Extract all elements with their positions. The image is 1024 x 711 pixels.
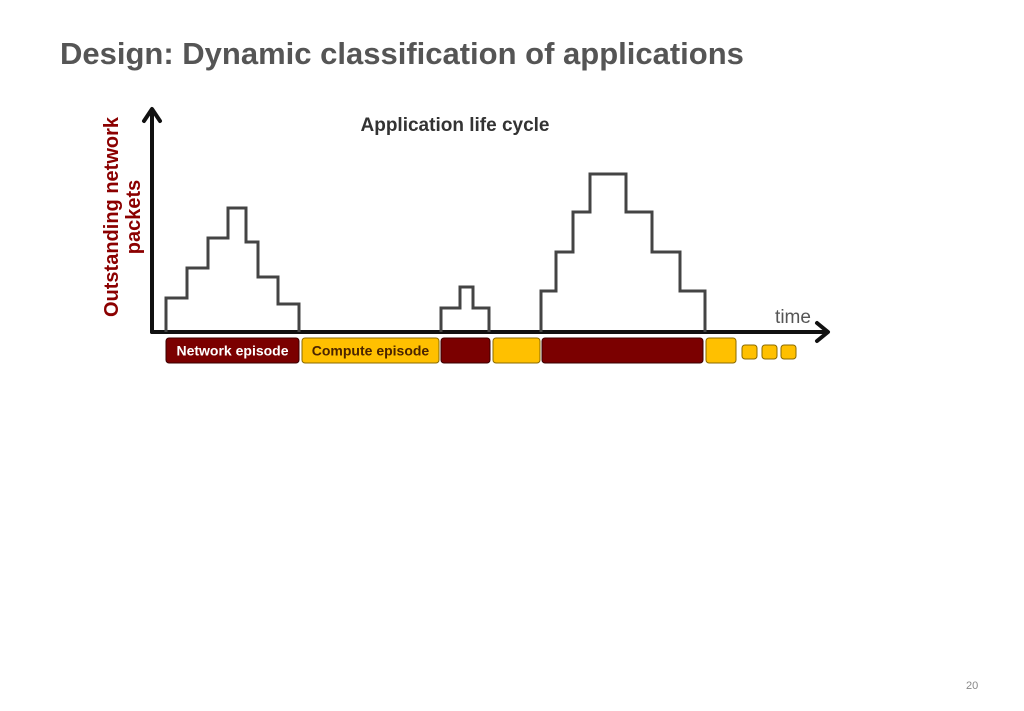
- y-axis-label: Outstanding network packets: [101, 116, 145, 317]
- compute-episode-block: [780, 344, 797, 360]
- network-episode-block: [440, 337, 491, 364]
- y-axis-label-line2: packets: [123, 180, 145, 255]
- step-burst-1: [164, 206, 301, 332]
- compute-episode-block: [761, 344, 778, 360]
- x-axis-label: time: [775, 307, 811, 328]
- page-number: 20: [966, 680, 979, 692]
- step-burst-2: [439, 285, 491, 332]
- x-axis-arrowhead: [815, 321, 830, 343]
- compute-episode-block: [741, 344, 758, 360]
- compute-episode-block: [301, 337, 440, 364]
- packet-step-lines: [164, 172, 707, 332]
- compute-episode-block: [705, 337, 737, 364]
- step-burst-3: [539, 172, 707, 332]
- episode-bar: Network episode Compute episode: [165, 337, 797, 364]
- diagram-heading: Application life cycle: [361, 115, 550, 136]
- compute-episode-label: Compute episode: [312, 343, 430, 359]
- network-episode-block: [541, 337, 704, 364]
- network-episode-label: Network episode: [176, 343, 288, 359]
- y-axis-arrowhead: [142, 107, 162, 123]
- y-axis-label-line1: Outstanding network: [101, 116, 123, 317]
- network-episode-block: [165, 337, 300, 364]
- slide-title: Design: Dynamic classification of applic…: [60, 36, 744, 71]
- compute-episode-block: [492, 337, 541, 364]
